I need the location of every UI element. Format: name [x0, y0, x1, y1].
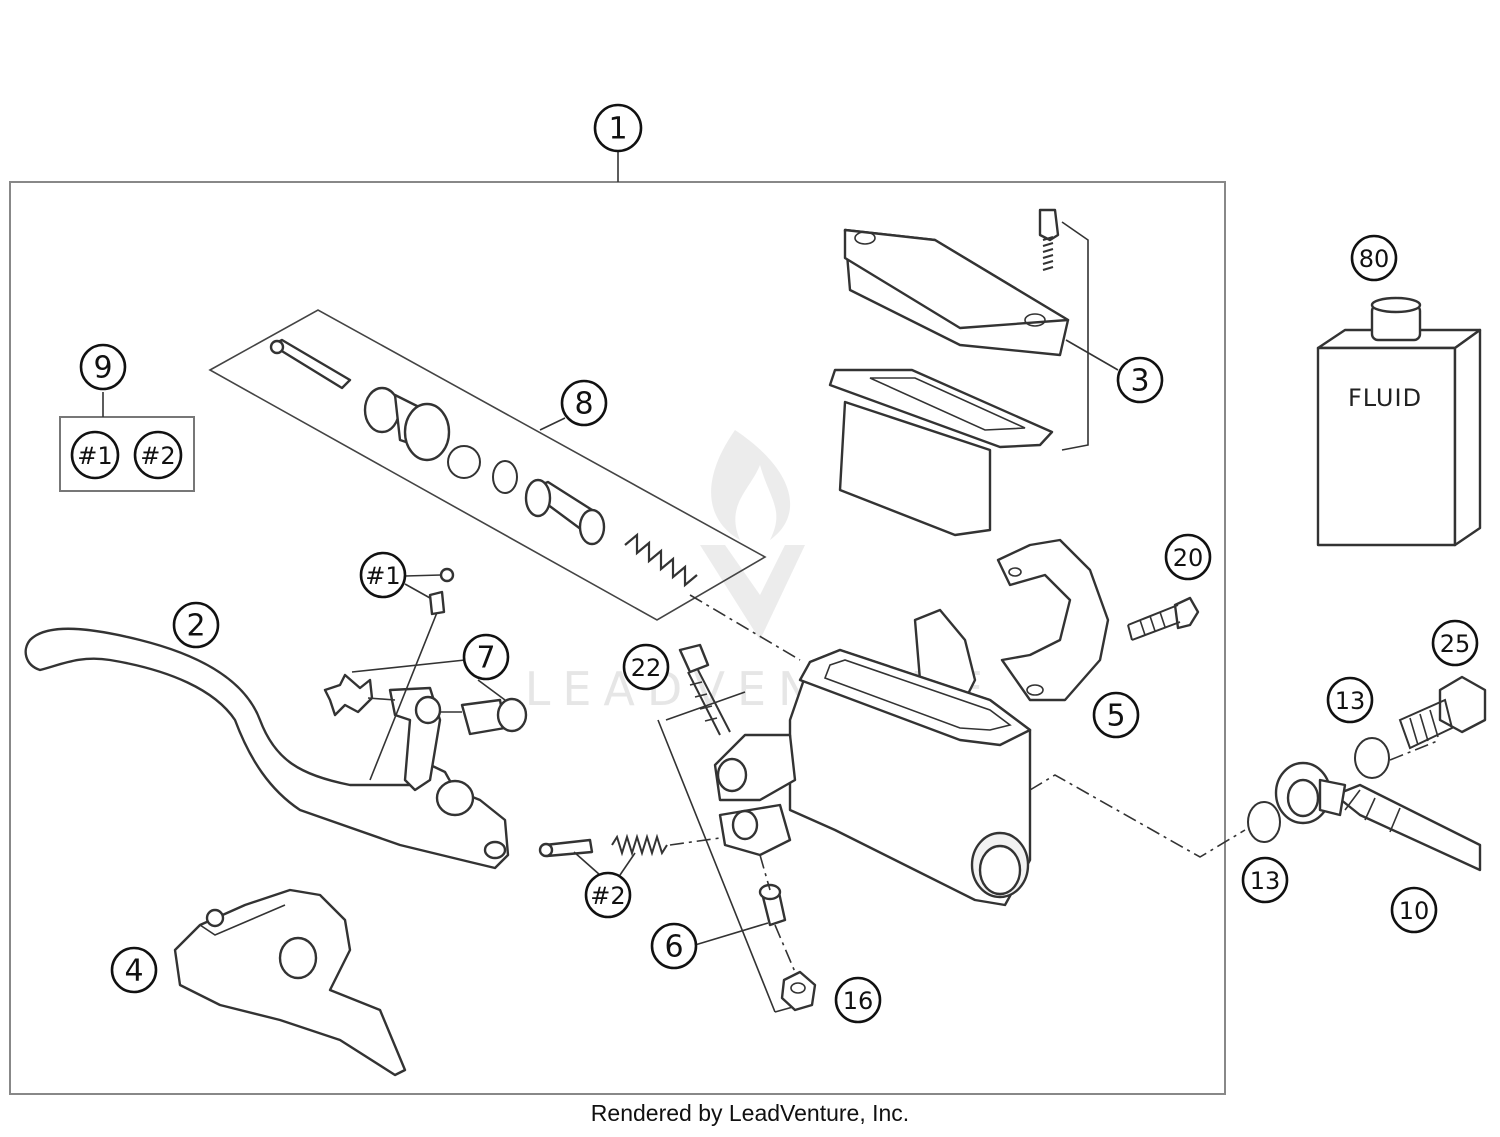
fluid-label: FLUID — [1348, 384, 1422, 412]
part-9-kit — [59, 392, 195, 492]
part-10-hose-assembly — [1247, 675, 1487, 872]
svg-text:7: 7 — [476, 641, 495, 676]
callout-2[interactable]: 2 — [172, 601, 220, 649]
callout-80[interactable]: 80 — [1350, 234, 1398, 282]
callout-10[interactable]: 10 — [1390, 886, 1438, 934]
part-20-bolt — [1127, 596, 1200, 641]
callout-kit1-part[interactable]: #1 — [359, 551, 407, 599]
dash-kit2 — [669, 837, 721, 846]
part-5-clamp — [996, 538, 1110, 702]
svg-text:#2: #2 — [140, 442, 175, 470]
svg-text:13: 13 — [1250, 867, 1281, 895]
svg-text:2: 2 — [186, 609, 205, 644]
svg-text:1: 1 — [608, 112, 627, 147]
svg-text:22: 22 — [631, 654, 662, 682]
part-4-lever-guard — [173, 888, 407, 1077]
dash-hose — [1389, 739, 1441, 761]
callout-20[interactable]: 20 — [1164, 533, 1212, 581]
callout-5[interactable]: 5 — [1092, 691, 1140, 739]
part-2-lever — [24, 627, 510, 870]
dash-body-to-hose — [1029, 774, 1246, 858]
svg-text:20: 20 — [1173, 544, 1204, 572]
part-8-piston-kit — [208, 309, 767, 621]
part-kit1-ball-spring — [404, 567, 455, 616]
svg-text:10: 10 — [1399, 897, 1430, 925]
part-kit2-pin-spring — [538, 833, 668, 876]
part-22-bolt — [657, 643, 801, 1013]
callout-13-upper[interactable]: 13 — [1326, 676, 1374, 724]
callout-3[interactable]: 3 — [1116, 356, 1164, 404]
svg-text:9: 9 — [93, 351, 112, 386]
svg-text:16: 16 — [843, 987, 874, 1015]
callout-8[interactable]: 8 — [560, 379, 608, 427]
callout-kit2-part[interactable]: #2 — [584, 871, 632, 919]
svg-text:#2: #2 — [590, 882, 625, 910]
svg-text:4: 4 — [124, 954, 143, 989]
part-3-cover — [828, 208, 1119, 537]
part-7-adjuster — [323, 609, 528, 792]
callout-4[interactable]: 4 — [110, 946, 158, 994]
callout-6[interactable]: 6 — [650, 922, 698, 970]
master-cylinder-body — [713, 608, 1032, 907]
callout-1[interactable]: 1 — [593, 103, 643, 153]
callout-13-lower[interactable]: 13 — [1241, 856, 1289, 904]
callout-kit1-in-9[interactable]: #1 — [70, 430, 120, 480]
svg-text:5: 5 — [1106, 699, 1125, 734]
svg-text:6: 6 — [664, 930, 683, 965]
svg-text:#1: #1 — [365, 562, 400, 590]
svg-text:3: 3 — [1130, 364, 1149, 399]
dash-8-to-body — [689, 594, 801, 661]
callout-16[interactable]: 16 — [834, 976, 882, 1024]
callout-9[interactable]: 9 — [79, 343, 127, 391]
part-6-bushing — [694, 883, 787, 946]
callout-22[interactable]: 22 — [622, 643, 670, 691]
svg-text:#1: #1 — [77, 442, 112, 470]
callout-7[interactable]: 7 — [462, 633, 510, 681]
part-80-fluid-bottle: FLUID — [1316, 296, 1482, 547]
svg-text:25: 25 — [1440, 630, 1471, 658]
dash-pivot — [759, 854, 796, 973]
callout-25[interactable]: 25 — [1431, 619, 1479, 667]
callout-kit2-in-9[interactable]: #2 — [133, 430, 183, 480]
part-16-nut — [780, 970, 817, 1012]
svg-text:8: 8 — [574, 387, 593, 422]
svg-text:80: 80 — [1359, 245, 1390, 273]
svg-text:13: 13 — [1335, 687, 1366, 715]
footer-credit: Rendered by LeadVenture, Inc. — [590, 1100, 910, 1126]
